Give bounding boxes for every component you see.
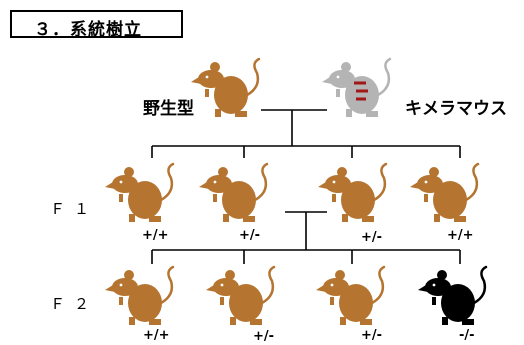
chimera-label: キメラマウス (405, 99, 507, 119)
f2-mouse-1 (103, 265, 175, 327)
f1-genotype-4: +/+ (447, 228, 474, 243)
f1-generation-label: Ｆ１ (50, 200, 99, 218)
f1-genotype-3: +/- (361, 230, 383, 245)
section-title: ３．系統樹立 (34, 20, 142, 40)
section-title-box: ３．系統樹立 (10, 10, 183, 40)
f1-genotype-1: +/+ (142, 228, 169, 243)
f2-mouse-3 (314, 265, 386, 327)
parent-cross-lines (151, 109, 461, 158)
f2-mouse-2 (204, 265, 276, 327)
f2-genotype-4: -/- (459, 328, 475, 343)
f1-mouse-2 (197, 162, 269, 224)
wild-type-label: 野生型 (143, 99, 194, 119)
f1-mouse-4 (408, 162, 480, 224)
chimera-stripe-marks (354, 81, 368, 101)
f2-genotype-2: +/- (253, 329, 275, 344)
f1-genotype-2: +/- (239, 228, 261, 243)
f2-mouse-4-knockout (416, 265, 488, 327)
f1-mouse-3 (316, 162, 388, 224)
f1-cross-lines (151, 211, 461, 264)
f1-mouse-1 (103, 162, 175, 224)
wild-type-parent-mouse (189, 57, 261, 119)
f2-genotype-1: +/+ (143, 328, 170, 343)
f2-genotype-3: +/- (361, 328, 383, 343)
chimera-parent-mouse (320, 57, 392, 119)
f2-generation-label: Ｆ２ (50, 295, 99, 313)
